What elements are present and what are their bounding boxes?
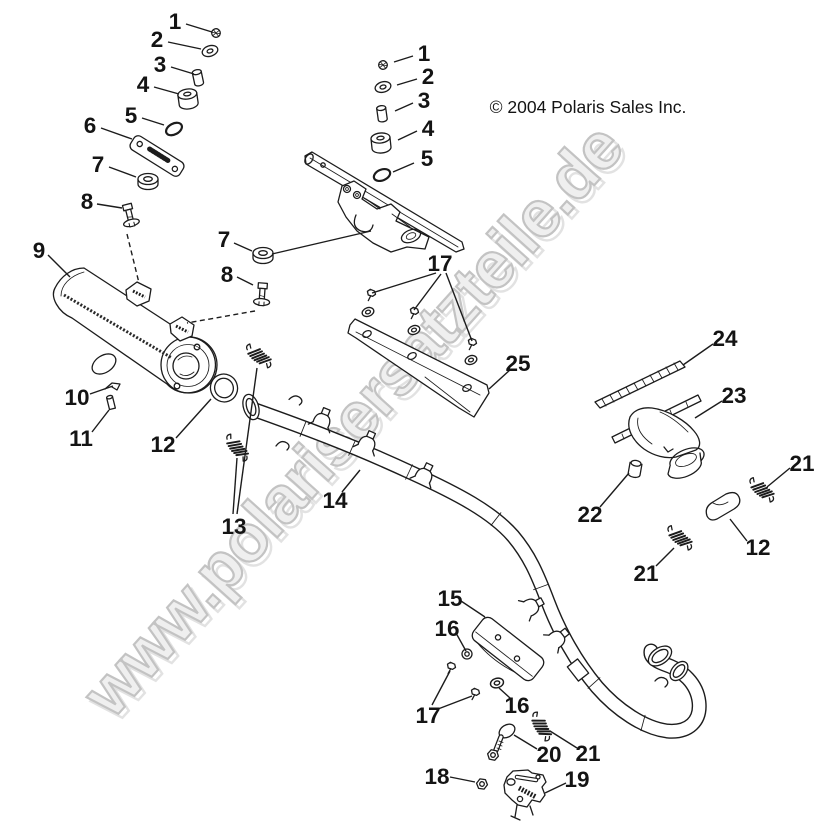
callout-4b: 4 <box>422 116 435 141</box>
callout-labels: 1 2 3 4 5 6 7 8 9 10 11 12 13 14 1 2 3 4… <box>33 9 815 792</box>
callout-1a: 1 <box>169 9 182 34</box>
part-grommet-7b <box>252 246 274 265</box>
callout-8a: 8 <box>81 189 94 214</box>
callout-2a: 2 <box>151 27 164 52</box>
callout-11: 11 <box>69 426 93 451</box>
part-washer-16b <box>488 676 506 690</box>
callout-23: 23 <box>721 383 746 408</box>
assembly-line-8b <box>186 310 256 324</box>
assembly-line-7b <box>271 230 372 255</box>
part-spring-13a <box>242 340 276 372</box>
part-heatshield-15 <box>471 616 545 682</box>
callout-16a: 16 <box>434 616 459 641</box>
callout-22: 22 <box>577 502 602 527</box>
callout-3a: 3 <box>154 52 167 77</box>
part-bolt-8a <box>118 201 141 229</box>
part-bushing-4b <box>369 131 393 155</box>
part-oring-5b <box>372 167 392 183</box>
part-oring-5a <box>164 121 184 137</box>
part-bracket-19 <box>503 769 547 821</box>
callout-14: 14 <box>322 488 348 513</box>
leader-lines <box>47 23 791 794</box>
assembly-line-8a <box>126 233 140 284</box>
callout-21b: 21 <box>633 561 658 586</box>
callout-16b: 16 <box>504 693 529 718</box>
frame-rail <box>304 151 465 253</box>
part-muffler-9 <box>52 267 218 394</box>
callout-10: 10 <box>64 385 89 410</box>
part-grommet-7a <box>137 172 159 191</box>
callout-6: 6 <box>84 113 97 138</box>
callout-5a: 5 <box>125 103 138 128</box>
part-flange-nut-1b <box>377 59 389 71</box>
muffler-seam <box>63 293 173 360</box>
part-spring-21a <box>745 474 779 506</box>
callout-4a: 4 <box>137 72 150 97</box>
callout-20: 20 <box>536 742 561 767</box>
callout-3b: 3 <box>418 88 431 113</box>
callout-15: 15 <box>437 586 462 611</box>
part-flange-nut-1a <box>210 27 222 39</box>
callout-17b: 17 <box>415 703 440 728</box>
part-washer-2b <box>374 80 392 94</box>
part-washer-2a <box>201 44 219 58</box>
callout-2b: 2 <box>422 64 435 89</box>
part-headpipe-14 <box>242 393 707 739</box>
copyright-text: © 2004 Polaris Sales Inc. <box>490 97 687 117</box>
part-clip-10 <box>104 382 121 391</box>
callout-7a: 7 <box>92 152 105 177</box>
callout-8b: 8 <box>221 262 234 287</box>
part-screws-17-bottom <box>444 661 481 702</box>
part-bolt-8b <box>252 281 272 307</box>
part-spacer-3a <box>191 68 205 88</box>
callout-9: 9 <box>33 238 46 263</box>
callout-5b: 5 <box>421 146 434 171</box>
part-bushing-4a <box>176 87 200 111</box>
part-pin-11 <box>105 394 117 411</box>
part-spacer-3b <box>375 104 389 124</box>
part-heatshield-25 <box>347 318 490 418</box>
callout-18: 18 <box>424 764 449 789</box>
part-bolt-20 <box>485 723 516 762</box>
callout-13: 13 <box>221 514 246 539</box>
part-manifold-23 <box>611 394 705 479</box>
callout-1b: 1 <box>418 41 431 66</box>
callout-12b: 12 <box>745 535 770 560</box>
part-nut-18 <box>475 777 489 791</box>
callout-17a: 17 <box>427 251 452 276</box>
part-gasket-12a <box>209 373 239 403</box>
callout-21a: 21 <box>789 451 814 476</box>
callout-19: 19 <box>564 767 589 792</box>
part-nut-16a <box>461 648 473 660</box>
frame-bracket <box>337 180 430 253</box>
callout-21c: 21 <box>575 741 600 766</box>
part-seal-12b <box>705 491 741 521</box>
callout-24: 24 <box>712 326 738 351</box>
callout-7b: 7 <box>218 227 231 252</box>
part-plug-22 <box>627 459 643 479</box>
callout-12a: 12 <box>150 432 175 457</box>
callout-25: 25 <box>505 351 530 376</box>
part-strap-6 <box>129 135 185 177</box>
part-spring-21c <box>527 709 555 744</box>
part-gasket-24 <box>594 360 686 409</box>
part-spring-21b <box>663 522 697 554</box>
